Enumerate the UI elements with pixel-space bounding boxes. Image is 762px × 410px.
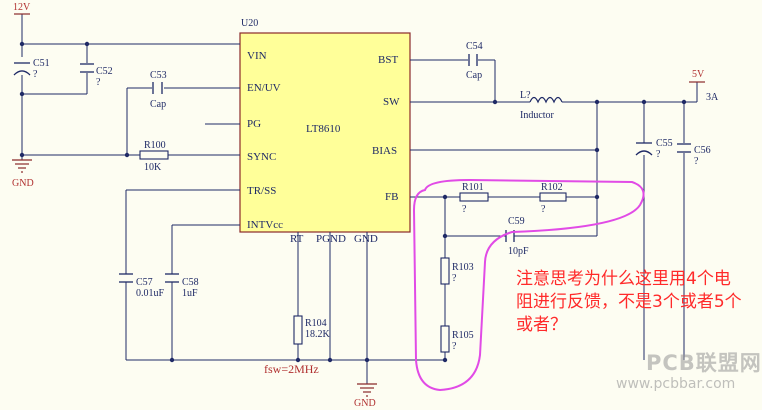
inductor-ref: L? [520, 90, 531, 101]
capacitor-c58 [165, 273, 179, 283]
c53-val: Cap [150, 99, 167, 110]
pin-fb: FB [385, 191, 399, 203]
resistor-r104 [293, 315, 303, 345]
resistor-r105 [440, 325, 450, 353]
feedback-highlight-outline [412, 178, 645, 392]
ic-body [239, 32, 411, 233]
capacitor-c51 [13, 62, 31, 76]
c54-ref: C54 [466, 41, 483, 52]
r102-ref: R102 [541, 182, 563, 193]
fsw-note: fsw=2MHz [264, 362, 319, 376]
r104-val: 18.2K [305, 329, 330, 340]
pin-intvcc: INTVcc [247, 219, 284, 231]
c58-val: 1uF [182, 288, 198, 299]
r101-ref: R101 [462, 182, 484, 193]
net-gnd-left: GND [12, 178, 34, 189]
r101-val: ? [462, 204, 467, 215]
pin-en-uv: EN/UV [247, 82, 281, 94]
c56-ref: C56 [694, 145, 711, 156]
power-ports [14, 13, 705, 83]
wires [21, 14, 698, 384]
c55-val: ? [656, 149, 661, 160]
pin-pg: PG [247, 118, 262, 130]
c51-val: ? [33, 69, 38, 80]
pin-rt: RT [290, 233, 304, 245]
net-gnd-bottom: GND [354, 398, 376, 409]
junctions [19, 41, 687, 363]
resistor-r102 [539, 192, 567, 202]
c59-val: 10pF [508, 246, 529, 257]
r100-ref: R100 [144, 140, 166, 151]
c57-val: 0.01uF [136, 288, 165, 299]
pin-vin: VIN [247, 50, 267, 62]
net-5v: 5V [692, 69, 705, 80]
pin-sync: SYNC [247, 151, 277, 163]
r105-val: ? [452, 341, 457, 352]
r102-val: ? [541, 204, 546, 215]
ground-symbol-left [12, 159, 32, 173]
ground-symbol-bottom [357, 383, 377, 397]
pin-sw: SW [383, 96, 400, 108]
c59-ref: C59 [508, 216, 525, 227]
capacitor-c54 [468, 54, 478, 66]
r104-ref: R104 [305, 318, 327, 329]
c53-ref: C53 [150, 70, 167, 81]
watermark-url: www.pcbbar.com [616, 376, 736, 392]
net-12v: 12V [13, 2, 31, 13]
capacitor-c53 [152, 82, 163, 94]
watermark-brand: PCB联盟网 [646, 351, 762, 375]
ic-ref: U20 [241, 18, 259, 29]
c51-ref: C51 [33, 58, 50, 69]
resistor-r100 [139, 150, 169, 160]
output-current: 3A [706, 92, 719, 103]
resistor-r101 [459, 192, 489, 202]
annotation-text: 注意思考为什么这里用4个电阻进行反馈，不是3个或者5个或者？ [516, 269, 742, 335]
capacitor-c56 [677, 143, 691, 153]
c56-val: ? [694, 156, 699, 167]
inductor-l [529, 96, 563, 104]
r100-val: 10K [144, 162, 162, 173]
c52-ref: C52 [96, 66, 113, 77]
pin-pgnd: PGND [316, 233, 346, 245]
c52-val: ? [96, 77, 101, 88]
pin-bst: BST [378, 54, 399, 66]
r103-val: ? [452, 273, 457, 284]
pin-bias: BIAS [372, 145, 398, 157]
capacitor-c55 [635, 142, 653, 156]
inductor-val: Inductor [520, 110, 554, 121]
c57-ref: C57 [136, 277, 153, 288]
capacitor-c57 [119, 273, 133, 283]
capacitor-c52 [80, 63, 94, 73]
c54-val: Cap [466, 70, 483, 81]
r103-ref: R103 [452, 262, 474, 273]
c58-ref: C58 [182, 277, 199, 288]
pin-gnd: GND [354, 233, 378, 245]
ic-name: LT8610 [306, 123, 341, 135]
c55-ref: C55 [656, 138, 673, 149]
pin-tr-ss: TR/SS [247, 185, 277, 197]
resistor-r103 [440, 257, 450, 285]
r105-ref: R105 [452, 330, 474, 341]
